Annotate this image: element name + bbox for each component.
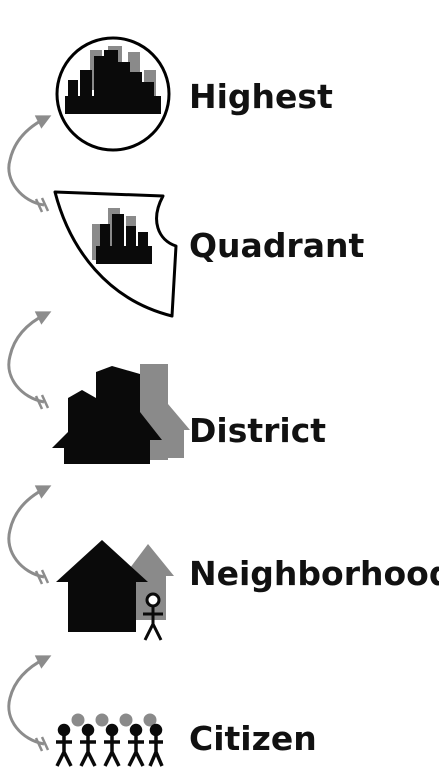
house-with-person-icon [56, 540, 174, 641]
curved-arrow-icon [7, 311, 52, 404]
level-label-neighborhood: Neighborhood [189, 554, 439, 593]
district-buildings-icon [52, 364, 190, 464]
curved-arrow-icon [7, 485, 52, 579]
level-label-quadrant: Quadrant [189, 226, 365, 265]
level-label-highest: Highest [189, 77, 333, 116]
curved-arrow-icon [7, 655, 52, 746]
curved-arrow-icon [7, 115, 52, 207]
city-quadrant-wedge-icon [53, 190, 178, 318]
citizens-group-icon [55, 713, 164, 767]
level-label-citizen: Citizen [189, 719, 317, 758]
level-label-district: District [189, 411, 327, 450]
city-skyline-circle-icon [55, 36, 171, 152]
